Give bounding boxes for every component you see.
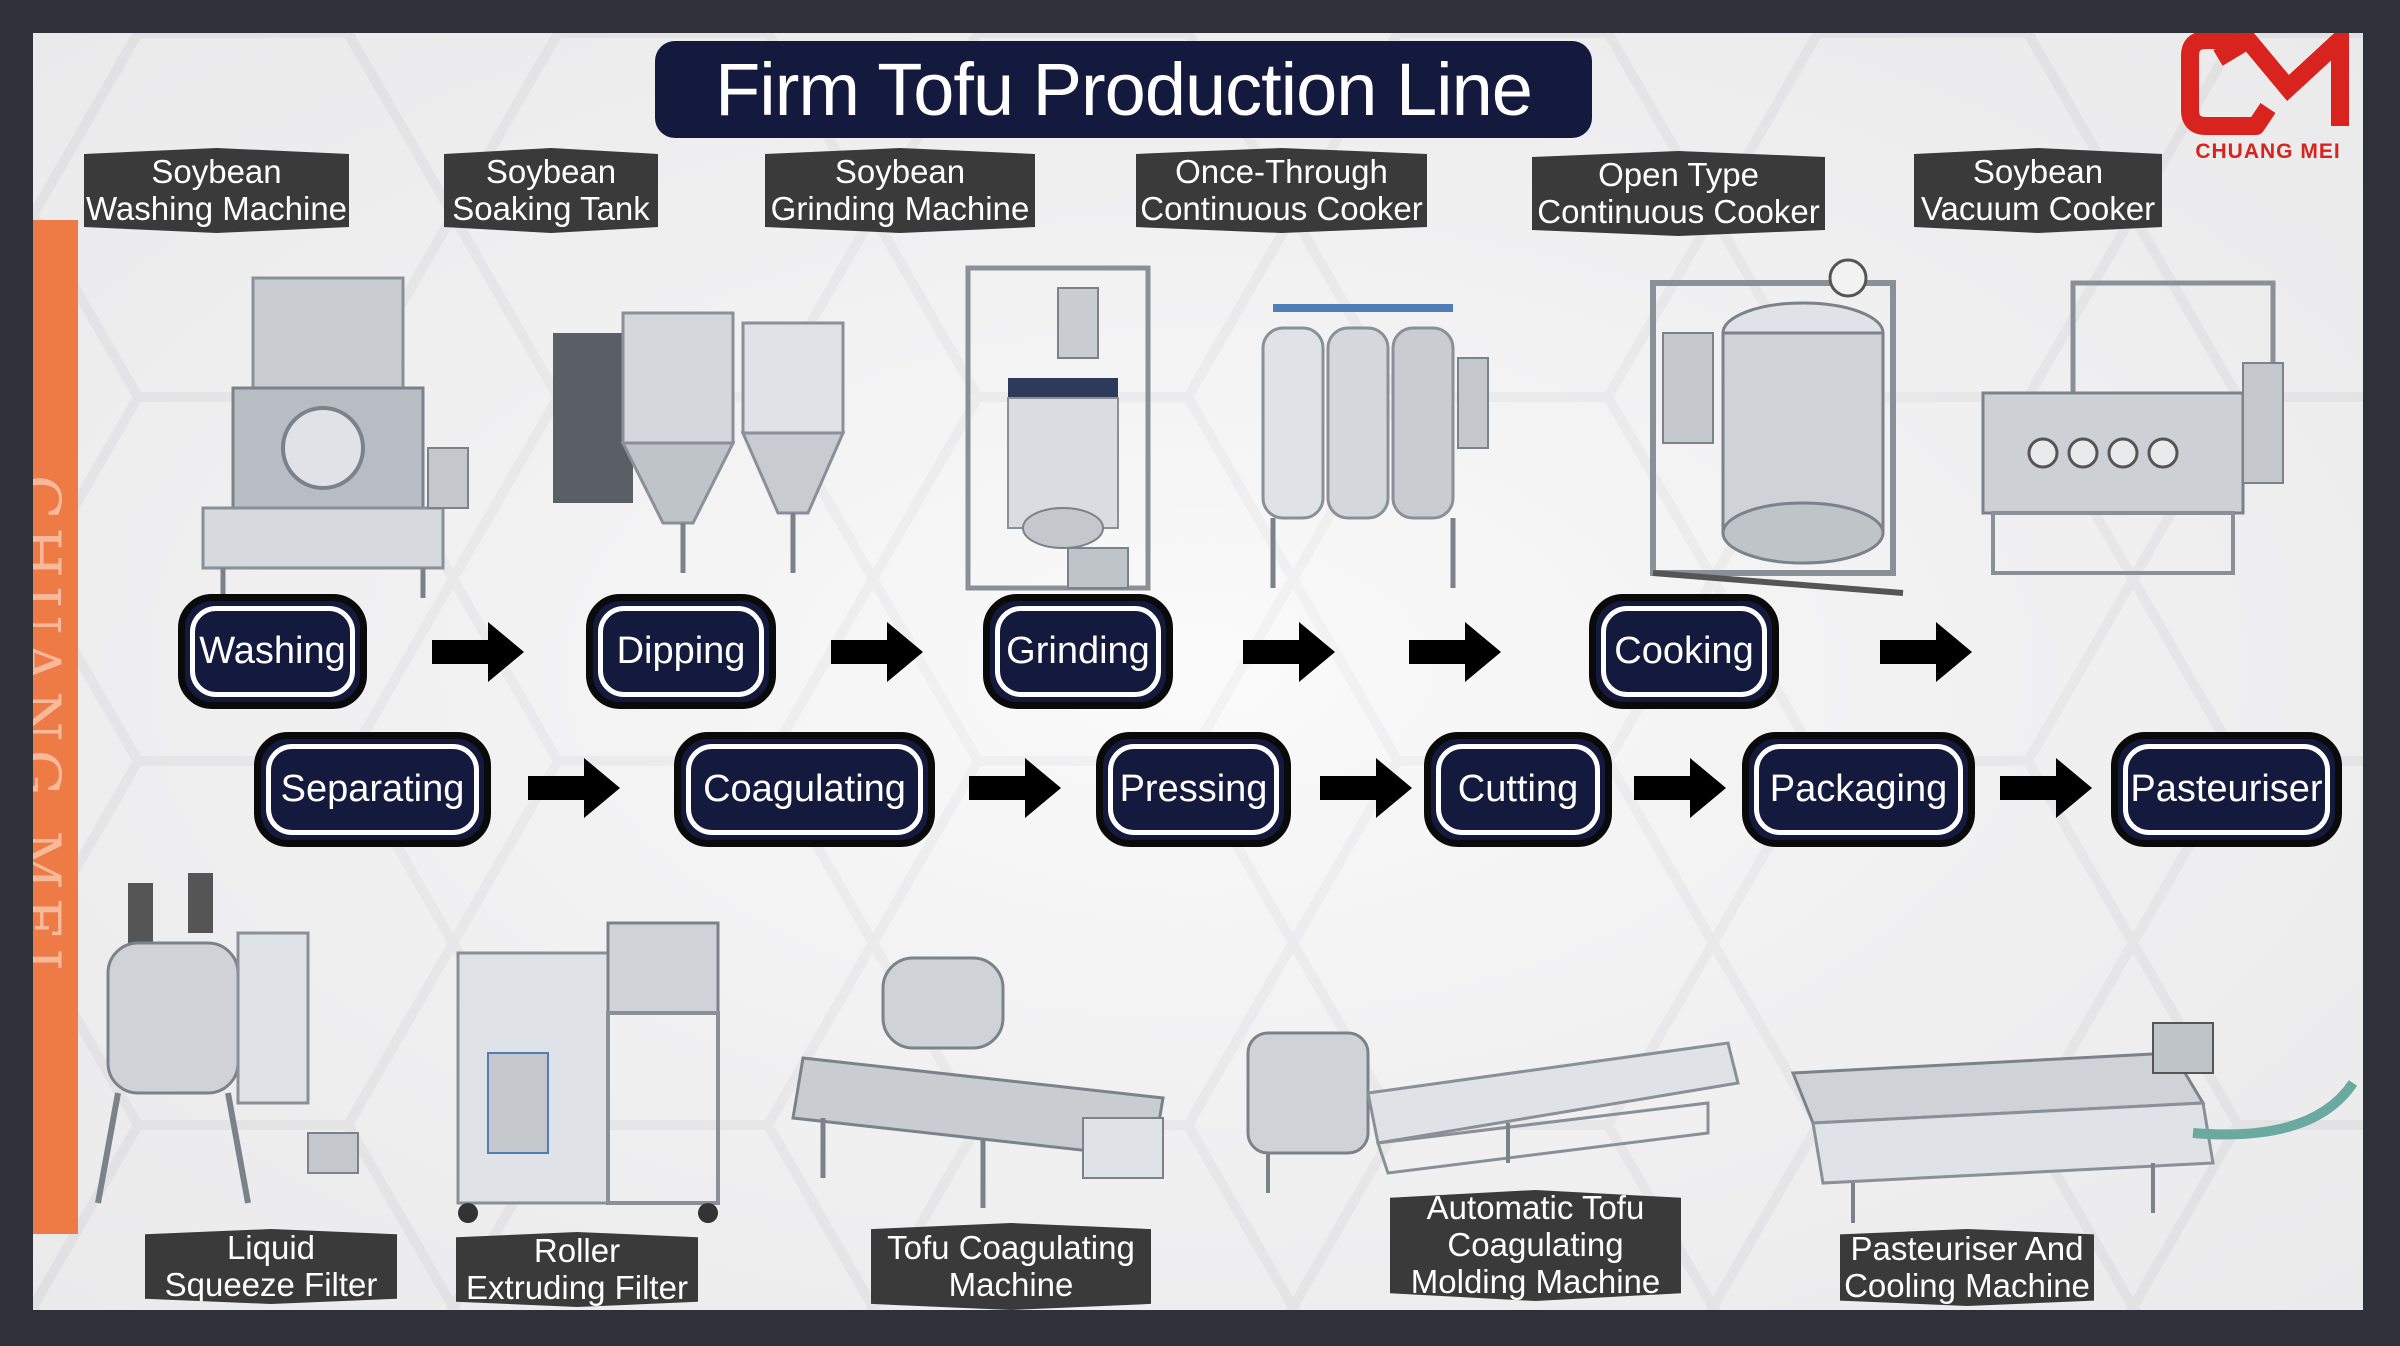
label-line: Washing Machine (85, 189, 348, 227)
label-line: Tofu Coagulating (887, 1228, 1135, 1266)
step-label: Dipping (616, 630, 746, 672)
label-line: Soybean (151, 152, 282, 190)
step-pasteuriser: Pasteuriser (2111, 732, 2342, 847)
machine-label-soaking: Soybean Soaking Tank (444, 148, 658, 233)
step-cooking: Cooking (1589, 594, 1779, 709)
once-through-cooker-image (1261, 304, 1489, 588)
label-line: Squeeze Filter (164, 1265, 378, 1303)
label-line: Soybean (834, 152, 966, 190)
step-label: Cooking (1614, 630, 1754, 672)
step-washing: Washing (178, 594, 367, 709)
step-label: Separating (280, 768, 465, 810)
page-title: Firm Tofu Production Line (655, 41, 1592, 138)
machine-label-pasteuriser-cooling: Pasteuriser And Cooling Machine (1840, 1229, 2094, 1306)
arrow-right-icon (1243, 622, 1335, 682)
machine-label-liquid-squeeze-filter: Liquid Squeeze Filter (145, 1229, 397, 1304)
label-line: Pasteuriser And (1850, 1229, 2084, 1267)
step-grinding: Grinding (983, 594, 1173, 709)
machine-label-once-through-cooker: Once-Through Continuous Cooker (1136, 148, 1427, 233)
tofu-coagulating-machine-image (791, 956, 1165, 1208)
machine-label-washing: Soybean Washing Machine (84, 148, 349, 233)
machine-label-grinding: Soybean Grinding Machine (765, 148, 1035, 233)
machine-label-automatic-tofu-molding: Automatic Tofu Coagulating Molding Machi… (1390, 1190, 1681, 1301)
step-label: Cutting (1457, 768, 1579, 810)
pasteuriser-cooling-machine-image (1790, 1022, 2358, 1223)
hexagon-background (33, 33, 2363, 1310)
machine-label-roller-extruding-filter: Roller Extruding Filter (456, 1232, 698, 1307)
step-coagulating: Coagulating (674, 732, 935, 847)
cm-logo-icon (2181, 33, 2349, 135)
label-line: Roller (533, 1231, 621, 1269)
step-label: Washing (199, 630, 346, 672)
step-cutting: Cutting (1424, 732, 1612, 847)
arrow-right-icon (1880, 622, 1972, 682)
soaking-tank-image (553, 311, 846, 573)
company-logo: CHUANG MEI (2178, 33, 2358, 168)
brand-name: CHUANG MEI (2195, 140, 2341, 163)
step-packaging: Packaging (1742, 732, 1975, 847)
step-label: Pressing (1119, 768, 1268, 810)
vacuum-cooker-image (1981, 280, 2284, 575)
roller-extruding-filter-image (456, 921, 720, 1223)
arrow-right-icon (528, 758, 620, 818)
label-line: Soybean (485, 152, 617, 190)
step-separating: Separating (254, 732, 491, 847)
label-line: Liquid (226, 1228, 316, 1266)
label-line: Open Type (1598, 155, 1759, 193)
label-line: Machine (948, 1265, 1074, 1303)
step-dipping: Dipping (586, 594, 776, 709)
label-line: Molding Machine (1410, 1262, 1661, 1300)
infographic-canvas: CHUANG MEI Firm Tofu Production Line CHU… (33, 33, 2363, 1310)
step-label: Coagulating (703, 768, 906, 810)
step-label: Grinding (1006, 630, 1150, 672)
label-line: Cooling Machine (1844, 1266, 2090, 1304)
side-brand-banner: CHUANG MEI (33, 220, 78, 1234)
page-title-text: Firm Tofu Production Line (715, 48, 1533, 131)
step-pressing: Pressing (1096, 732, 1291, 847)
arrow-right-icon (1320, 758, 1412, 818)
washing-machine-image (201, 276, 469, 598)
step-label: Pasteuriser (2130, 768, 2323, 810)
label-line: Automatic Tofu (1426, 1189, 1645, 1227)
side-brand-text: CHUANG MEI (33, 474, 73, 980)
label-line: Soaking Tank (452, 189, 650, 227)
label-line: Vacuum Cooker (1920, 189, 2156, 227)
machine-label-tofu-coagulating-machine: Tofu Coagulating Machine (871, 1223, 1151, 1310)
label-line: Continuous Cooker (1140, 189, 1423, 227)
label-line: Once-Through (1175, 152, 1388, 190)
label-line: Extruding Filter (466, 1268, 688, 1306)
arrow-right-icon (2000, 758, 2092, 818)
arrow-right-icon (1634, 758, 1726, 818)
label-line: Soybean (1972, 152, 2104, 190)
grinding-machine-image (965, 265, 1151, 591)
arrow-right-icon (969, 758, 1061, 818)
step-label: Packaging (1769, 768, 1948, 810)
arrow-right-icon (831, 622, 923, 682)
arrow-right-icon (432, 622, 524, 682)
machine-label-open-type-cooker: Open Type Continuous Cooker (1532, 151, 1825, 236)
open-type-cooker-image (1650, 258, 1904, 596)
machine-label-vacuum-cooker: Soybean Vacuum Cooker (1914, 148, 2162, 233)
label-line: Continuous Cooker (1537, 192, 1820, 230)
label-line: Coagulating (1447, 1226, 1624, 1264)
liquid-squeeze-filter-image (95, 873, 359, 1204)
arrow-right-icon (1409, 622, 1501, 682)
label-line: Grinding Machine (770, 189, 1030, 227)
automatic-tofu-molding-machine-image (1246, 1031, 1740, 1193)
